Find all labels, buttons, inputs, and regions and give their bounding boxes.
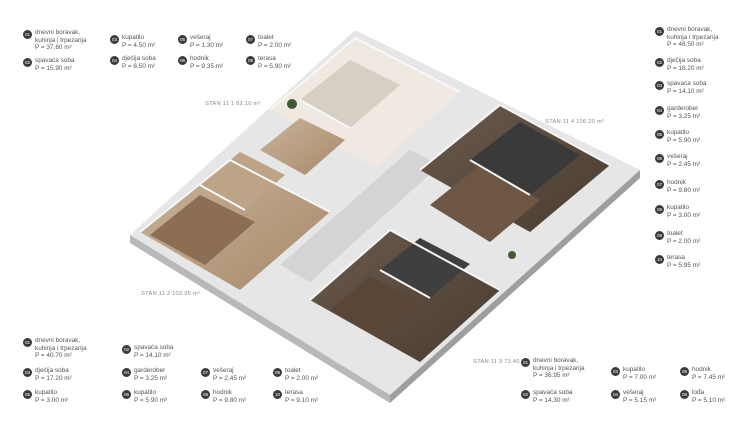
legend-number-badge: 03	[23, 368, 32, 377]
legend-number-badge: 04	[655, 106, 664, 115]
unit-11-2-bedroom	[200, 152, 285, 210]
legend-number-badge: 03	[655, 81, 664, 90]
legend-number-badge: 05	[178, 35, 187, 44]
legend-number-badge: 04	[611, 390, 620, 399]
legend-number-badge: 10	[655, 255, 664, 264]
unit-label-11-2: STAN 11 2 102.95 m²	[141, 291, 201, 297]
legend-number-badge: 07	[655, 180, 664, 189]
unit-label-11-1: STAN 11 1 82.10 m²	[205, 101, 261, 107]
legend-number-badge: 02	[122, 345, 131, 354]
legend-number-badge: 06	[178, 56, 187, 65]
legend-number-badge: 08	[201, 390, 210, 399]
legend-number-badge: 08	[246, 56, 255, 65]
unit-11-3-living	[330, 276, 420, 338]
plant-top	[287, 99, 297, 109]
legend-number-badge: 08	[655, 205, 664, 214]
slab-edge-right	[390, 170, 640, 403]
unit-label-11-4: STAN 11 4 106.20 m²	[545, 119, 605, 125]
legend-number-badge: 07	[246, 35, 255, 44]
legend-number-badge: 06	[655, 154, 664, 163]
unit-11-1-living	[260, 118, 345, 175]
legend-number-badge: 05	[680, 367, 689, 376]
legend-number-badge: 02	[23, 58, 32, 67]
unit-11-4-bedroom	[470, 122, 580, 195]
legend-number-badge: 05	[655, 130, 664, 139]
legend-number-badge: 01	[23, 338, 32, 347]
unit-11-3-bedroom	[380, 238, 470, 298]
legend-number-badge: 02	[655, 58, 664, 67]
unit-11-1-bedroom	[300, 60, 400, 128]
legend-number-badge: 10	[273, 390, 282, 399]
legend-number-badge: 01	[521, 358, 530, 367]
legend-number-badge: 03	[110, 35, 119, 44]
partition-walls	[139, 36, 611, 301]
legend-number-badge: 01	[23, 30, 32, 39]
legend-number-badge: 06	[122, 390, 131, 399]
legend-number-badge: 02	[521, 390, 530, 399]
legend-number-badge: 04	[110, 56, 119, 65]
unit-11-2-living	[150, 195, 255, 265]
legend-number-badge: 09	[655, 231, 664, 240]
legend-number-badge: 09	[273, 368, 282, 377]
unit-label-11-3: STAN 11 3 73.40 m2	[473, 359, 530, 365]
slab-edge-left	[130, 235, 390, 403]
legend-number-badge: 01	[655, 27, 664, 36]
plant-right	[508, 251, 516, 259]
legend-number-badge: 07	[201, 368, 210, 377]
corridor	[280, 150, 440, 282]
legend-number-badge: 04	[122, 368, 131, 377]
legend-number-badge: 06	[680, 390, 689, 399]
legend-number-badge: 05	[23, 390, 32, 399]
legend-number-badge: 03	[611, 367, 620, 376]
